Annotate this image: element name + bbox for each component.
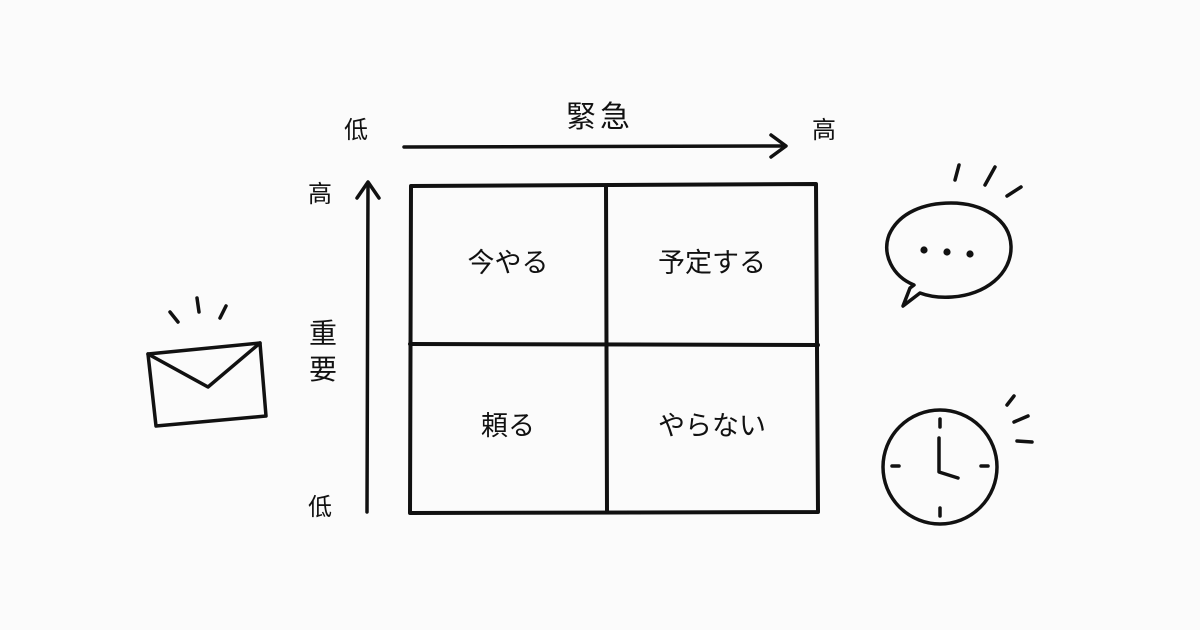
grid-frame xyxy=(408,182,820,515)
speech-bubble-icon xyxy=(885,163,1023,308)
y-axis-low-label: 低 xyxy=(308,493,332,521)
grid-horizontal-divider xyxy=(408,342,820,347)
quadrant-top-left-label: 今やる xyxy=(467,248,549,279)
grid-vertical-divider xyxy=(604,184,609,514)
quadrant-bottom-right-label: やらない xyxy=(658,411,766,442)
envelope-icon xyxy=(146,296,268,428)
y-axis-title: 重要 xyxy=(308,317,337,386)
x-axis-high-label: 高 xyxy=(812,116,836,144)
x-axis-arrow xyxy=(402,133,788,159)
x-axis-title: 緊急 xyxy=(566,100,634,135)
quadrant-grid xyxy=(408,182,820,515)
clock-icon xyxy=(881,394,1034,526)
y-axis-high-label: 高 xyxy=(308,180,332,208)
quadrant-top-right-label: 予定する xyxy=(658,248,766,279)
x-axis-low-label: 低 xyxy=(344,116,368,144)
y-axis-arrow xyxy=(355,180,381,514)
quadrant-bottom-left-label: 頼る xyxy=(481,411,535,442)
